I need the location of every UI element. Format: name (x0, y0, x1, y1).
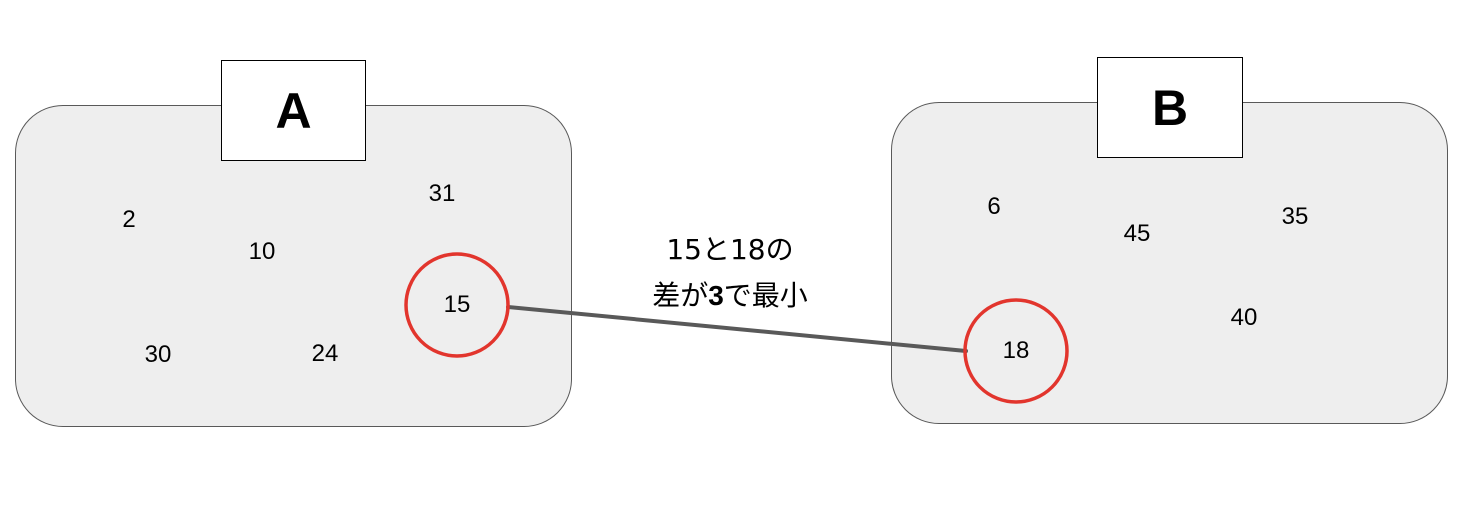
set-b-number: 45 (1123, 220, 1151, 247)
set-a-number: 31 (428, 180, 456, 207)
connector-line (506, 305, 968, 353)
set-a-label: A (221, 60, 366, 161)
set-a-number: 30 (144, 341, 172, 368)
set-a-number-highlighted: 15 (443, 291, 471, 318)
set-a-number: 10 (248, 238, 276, 265)
highlight-circle-a (404, 252, 510, 358)
set-b-label: B (1097, 57, 1243, 158)
set-b-number: 6 (987, 193, 1001, 220)
highlight-circle-b (963, 298, 1069, 404)
set-b-number-highlighted: 18 (1002, 337, 1030, 364)
annotation-line-2: 差が3で最小 (560, 274, 900, 318)
set-b-number: 35 (1281, 203, 1309, 230)
annotation-difference-value: 3 (708, 280, 724, 311)
set-b-number: 40 (1230, 304, 1258, 331)
annotation-suffix: で最小 (723, 279, 808, 312)
annotation-line-1: 15と18の (666, 233, 794, 266)
annotation-prefix: 差が (652, 279, 709, 312)
set-a-number: 2 (122, 206, 136, 233)
set-a-number: 24 (311, 340, 339, 367)
